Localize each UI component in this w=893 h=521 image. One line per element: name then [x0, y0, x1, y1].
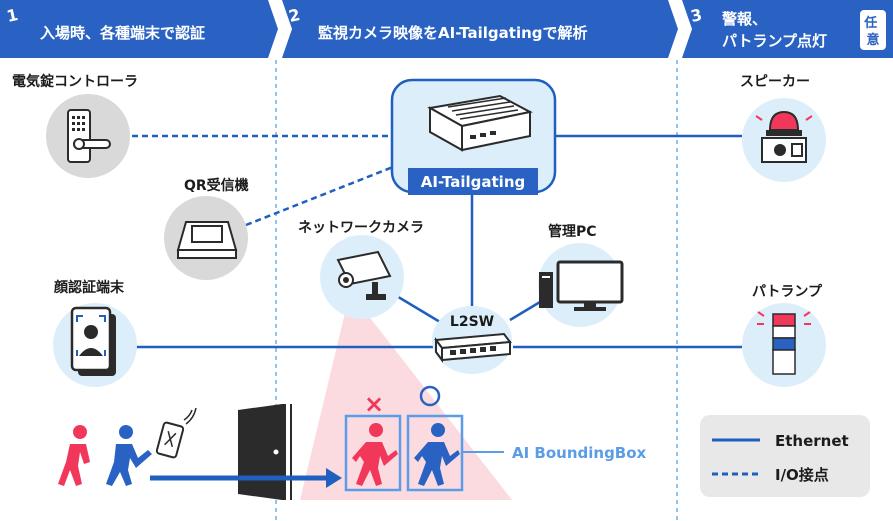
network-camera: [320, 235, 404, 319]
lock-controller-icon: [67, 109, 111, 163]
door-icon: [238, 404, 292, 500]
ng-mark: ×: [364, 390, 384, 418]
switch-icon: [434, 332, 512, 363]
face-terminal-label: 顔認証端末: [53, 279, 125, 296]
optional-badge-label: 任 意: [863, 15, 882, 48]
section-title-2: 監視カメラ映像をAI-Tailgatingで解析: [318, 24, 588, 42]
speaker-label: スピーカー: [740, 74, 810, 90]
network-camera-label: ネットワークカメラ: [298, 220, 424, 236]
camera-icon: [336, 250, 392, 300]
bbox-label: AI BoundingBox: [512, 444, 647, 462]
connections: [110, 134, 742, 349]
ok-mark: [419, 385, 441, 407]
ai-tailgating-label-bg: [408, 168, 538, 195]
walk-direction-arrow: [150, 468, 342, 488]
section-title-1: 入場時、各種端末で認証: [40, 24, 205, 42]
section-number-2: 2: [287, 5, 302, 26]
optional-badge: [860, 10, 886, 50]
blue-person-box: [414, 423, 460, 486]
section-number-3: 3: [689, 5, 704, 26]
lock-controller: [46, 94, 130, 178]
siren-speaker-icon: [755, 110, 813, 163]
qr-reader-label: QR受信機: [184, 177, 249, 194]
pc-icon: [539, 260, 624, 311]
lock-controller-label: 電気錠コントローラ: [12, 73, 138, 90]
section-title-3-line2: パトランプ点灯: [722, 32, 827, 50]
camera-view-zone: [300, 292, 512, 500]
red-person-box: [352, 423, 398, 486]
l2-switch: L2SW: [432, 306, 512, 374]
qr-reader-icon: [176, 221, 238, 259]
section-number-1: 1: [5, 5, 20, 26]
qr-reader: [164, 196, 248, 280]
legend-ethernet-label: Ethernet: [775, 432, 849, 450]
patlamp-label: パトランプ: [752, 284, 823, 300]
section-title-3-line1: 警報、: [721, 10, 767, 28]
management-pc: [538, 243, 624, 327]
patlamp-icon: [757, 311, 811, 375]
l2-switch-label: L2SW: [450, 314, 494, 330]
ai-box-icon: [427, 94, 533, 152]
legend-io-label: I/O接点: [775, 466, 829, 484]
ai-tailgating-device: AI-Tailgating: [390, 78, 557, 195]
face-terminal: [53, 303, 137, 387]
smartphone-icon: [155, 407, 197, 459]
bounding-box-ng: [344, 414, 402, 492]
face-terminal-icon: [70, 306, 116, 376]
header-bar: 1 2 3 入場時、各種端末で認証 監視カメラ映像をAI-Tailgatingで…: [0, 0, 893, 58]
red-person-left: [58, 425, 90, 486]
legend: Ethernet I/O接点: [700, 415, 870, 497]
patlamp: [742, 303, 826, 387]
management-pc-label: 管理PC: [548, 223, 597, 240]
blue-person-left: [106, 425, 152, 486]
ai-tailgating-label: AI-Tailgating: [421, 173, 526, 191]
speaker: [742, 98, 826, 182]
